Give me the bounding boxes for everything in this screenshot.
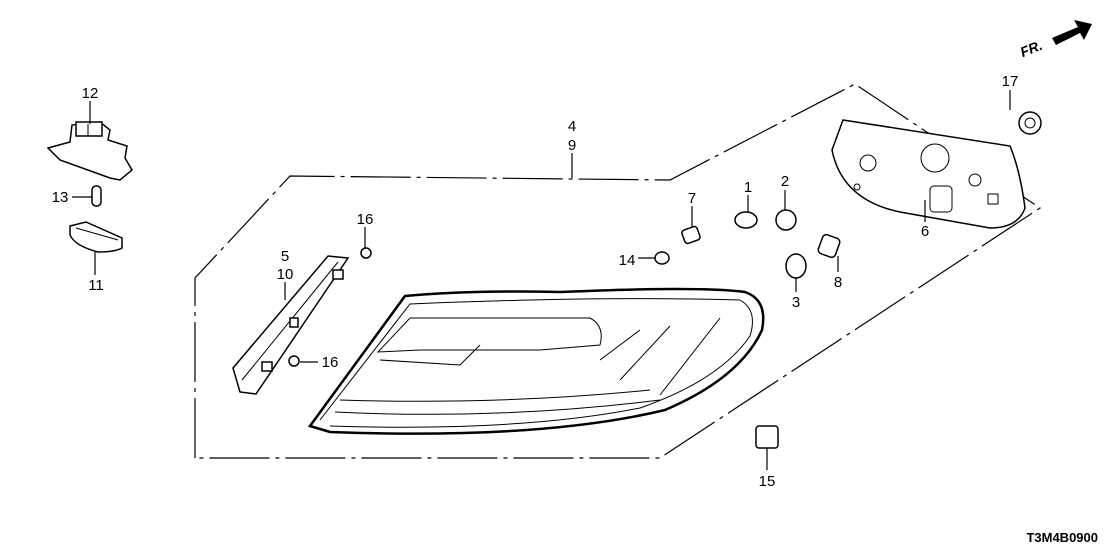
callout-1: 1 (744, 179, 752, 196)
callout-17: 17 (1002, 73, 1019, 90)
bulb-1[interactable] (734, 211, 758, 229)
callout-7: 7 (688, 190, 696, 207)
callout-15: 15 (759, 473, 776, 490)
bulb-14[interactable] (654, 251, 670, 265)
socket-7[interactable] (681, 225, 701, 245)
callout-16-upper: 16 (357, 211, 374, 228)
grommet-17[interactable] (1018, 111, 1042, 135)
socket-8[interactable] (817, 233, 841, 259)
gasket-plate[interactable] (831, 119, 1026, 229)
license-light-housing[interactable] (46, 121, 133, 181)
license-light-lens[interactable] (69, 221, 123, 253)
clip-16-upper[interactable] (360, 247, 372, 259)
connector-15[interactable] (755, 425, 779, 449)
callout-13: 13 (52, 189, 69, 206)
front-arrow-icon (1052, 20, 1092, 45)
bulb-13[interactable] (91, 185, 102, 207)
callout-3: 3 (792, 294, 800, 311)
callout-8: 8 (834, 274, 842, 291)
callout-12: 12 (82, 85, 99, 102)
callout-9: 9 (568, 137, 576, 154)
garnish-strip[interactable] (232, 255, 350, 395)
callout-14: 14 (619, 252, 636, 269)
callout-2: 2 (781, 173, 789, 190)
bulb-3[interactable] (785, 253, 807, 279)
diagram-code: T3M4B0900 (1026, 530, 1098, 545)
callout-5: 5 (281, 248, 289, 265)
callout-16-lower: 16 (322, 354, 339, 371)
socket-2[interactable] (775, 209, 797, 231)
taillight-assembly[interactable] (307, 287, 765, 435)
assembly-boundary (194, 83, 1042, 459)
front-label: FR. (1018, 37, 1045, 60)
front-direction-indicator: FR. (1018, 20, 1092, 60)
callout-4: 4 (568, 118, 576, 135)
leader-lines (72, 90, 1011, 470)
callout-6: 6 (921, 223, 929, 240)
callout-11: 11 (88, 277, 104, 294)
clip-16-lower[interactable] (288, 355, 300, 367)
callout-10: 10 (277, 266, 294, 283)
